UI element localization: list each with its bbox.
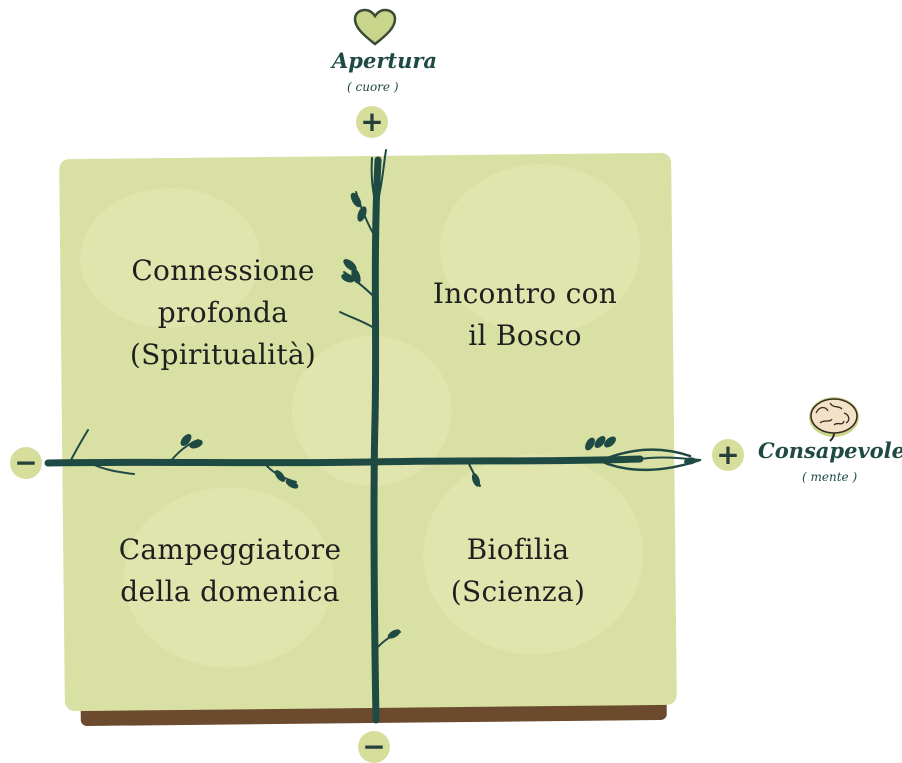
quadrant-label-line: Biofilia <box>466 533 570 566</box>
horizontal-positive-sign: + <box>712 439 744 471</box>
heart-icon <box>353 8 397 46</box>
quadrant-label-line: profonda <box>157 296 289 329</box>
quadrant-label-line: della domenica <box>120 575 340 608</box>
quadrant-bottom-left: Campeggiatore della domenica <box>92 529 368 613</box>
vertical-axis-subtitle: ( cuore ) <box>347 80 399 94</box>
quadrant-label-line: (Scienza) <box>450 575 586 608</box>
quadrant-label-line: Campeggiatore <box>118 533 342 566</box>
quadrant-label-line: (Spiritualità) <box>129 338 317 371</box>
horizontal-negative-sign: − <box>10 447 42 479</box>
quadrant-top-left: Connessione profonda (Spiritualità) <box>98 250 348 376</box>
quadrant-top-right: Incontro con il Bosco <box>405 273 645 357</box>
vertical-axis-branch <box>370 156 382 724</box>
quadrant-bottom-right: Biofilia (Scienza) <box>420 529 616 613</box>
quadrant-label-line: Connessione <box>131 254 315 287</box>
horizontal-axis-title: Consapevolezza <box>758 438 902 463</box>
quadrant-label-line: il Bosco <box>468 319 582 352</box>
quadrant-label-line: Incontro con <box>432 277 618 310</box>
vertical-negative-sign: − <box>358 731 390 763</box>
brain-icon <box>809 397 859 442</box>
vertical-positive-sign: + <box>356 106 388 138</box>
horizontal-axis-subtitle: ( mente ) <box>802 470 858 484</box>
vertical-axis-title: Apertura <box>332 48 438 73</box>
horizontal-axis-branch <box>44 455 644 467</box>
